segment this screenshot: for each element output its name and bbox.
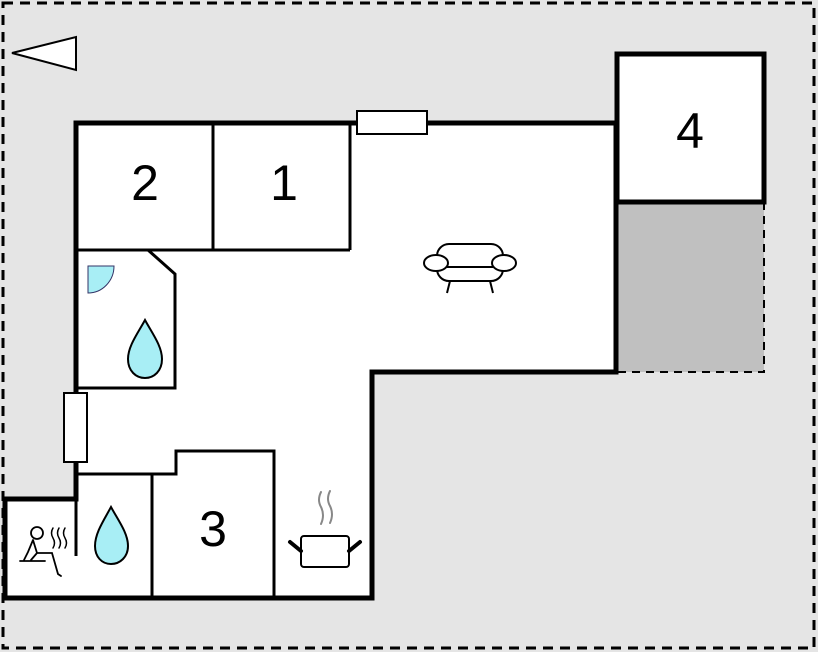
room-label-4: 4 [676,103,704,159]
room-label-1: 1 [270,155,298,211]
room-label-2: 2 [131,155,159,211]
north-arrow-icon [11,35,77,72]
window [356,110,428,135]
terrace [618,202,764,372]
window [63,392,88,463]
cooking-pot-icon [288,490,362,568]
building-outline [2,120,619,601]
bathroom [76,248,177,390]
sofa-icon [423,243,517,294]
room-4 [614,51,767,205]
room-label-3: 3 [199,501,227,557]
water-drop-icon [93,504,130,566]
water-drop-icon [126,317,164,380]
shower-icon [87,265,115,294]
sauna-icon [19,526,68,577]
